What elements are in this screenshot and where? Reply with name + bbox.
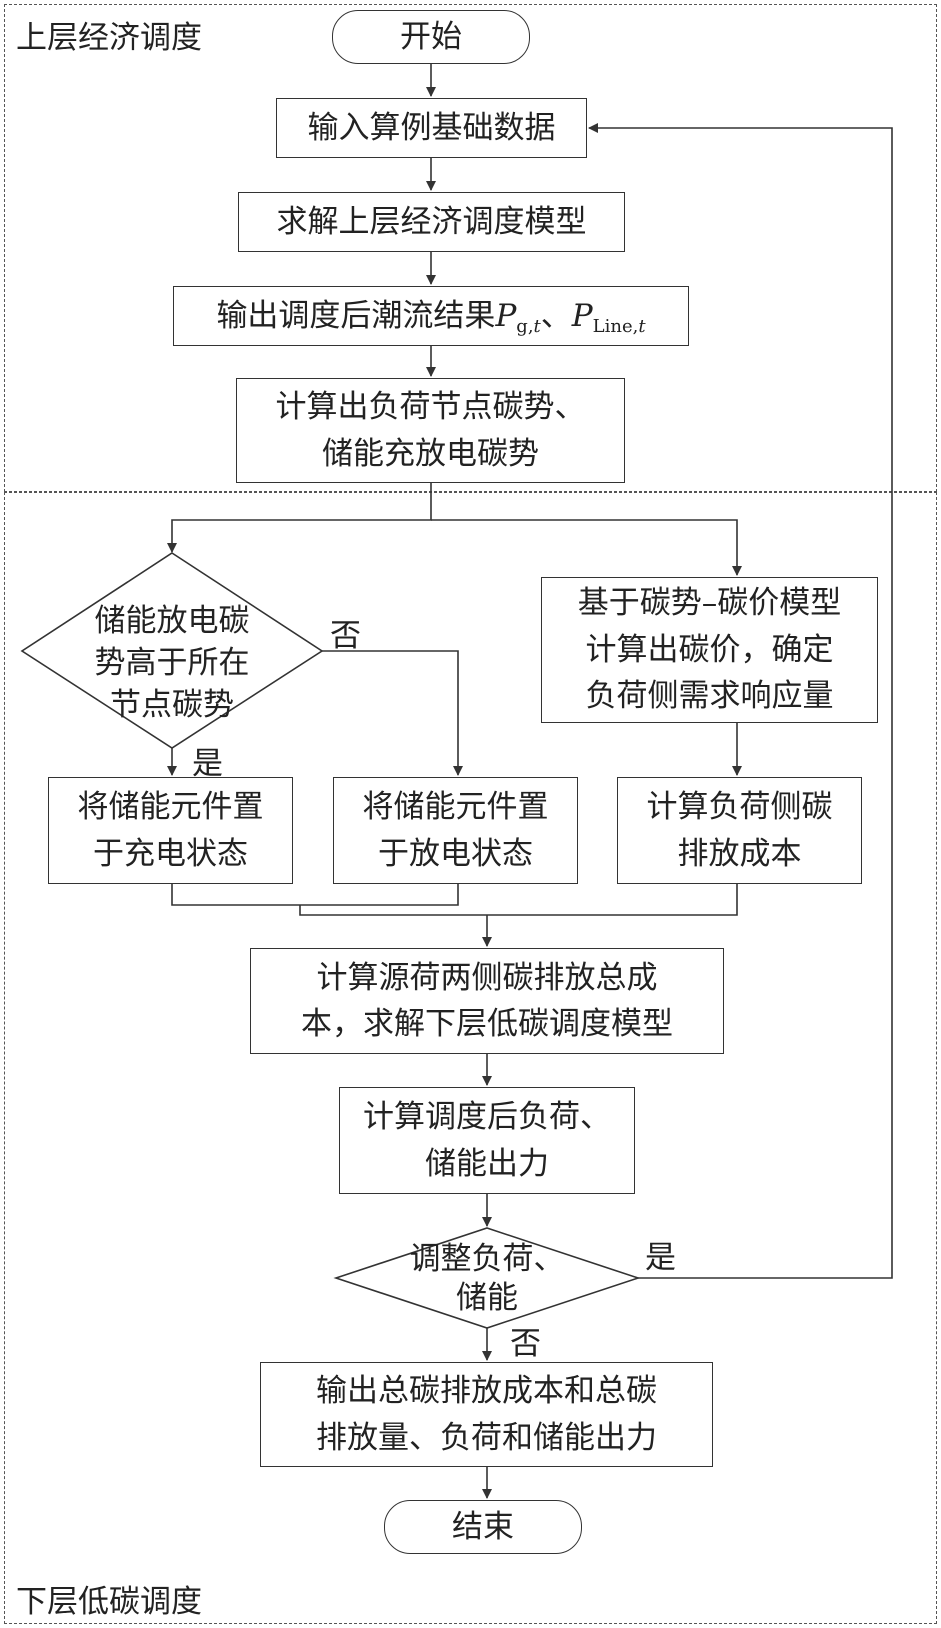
start-label: 开始 [400, 18, 462, 55]
carbon-price-box: 基于碳势–碳价模型 计算出碳价，确定 负荷侧需求响应量 [541, 577, 878, 723]
decision-adjust-line1: 调整负荷、 [409, 1241, 565, 1277]
decision-storage-line2: 势高于所在 [94, 644, 250, 681]
pline-symbol: P [571, 297, 593, 334]
calc-after-line2: 储能出力 [425, 1145, 549, 1182]
discharge-state-line1: 将储能元件置 [362, 789, 549, 825]
output-flow-separator: 、 [540, 297, 572, 334]
decision-storage-text: 储能放电碳 势高于所在 节点碳势 [62, 601, 282, 727]
decision-storage-diamond [20, 552, 324, 749]
calc-potential-line1: 计算出负荷节点碳势、 [275, 389, 586, 425]
carbon-price-line1: 基于碳势–碳价模型 [577, 585, 842, 622]
yes-label-adjust: 是 [645, 1240, 676, 1276]
solve-upper-label: 求解上层经济调度模型 [276, 203, 587, 240]
arrow-calc-decision [167, 483, 432, 553]
output-final-line2: 排放量、负荷和储能出力 [316, 1419, 657, 1456]
input-data-label: 输入算例基础数据 [307, 109, 556, 146]
pline-subscript: Line, [592, 315, 639, 337]
output-final-line1: 输出总碳排放成本和总碳 [316, 1373, 657, 1409]
decision-adjust-text: 调整负荷、 储能 [387, 1240, 587, 1318]
output-flow-label: 输出调度后潮流结果 [216, 297, 496, 334]
load-cost-line1: 计算负荷侧碳 [646, 789, 833, 825]
end-label: 结束 [452, 1508, 514, 1545]
output-flow-box: 输出调度后潮流结果Pg,t、PLine,t [173, 286, 689, 346]
load-cost-line2: 排放成本 [677, 835, 802, 872]
load-cost-box: 计算负荷侧碳 排放成本 [617, 777, 862, 884]
pline-subscript-t: t [638, 315, 646, 337]
carbon-price-line2: 计算出碳价，确定 [585, 631, 834, 668]
yes-label-storage: 是 [192, 746, 223, 782]
charge-state-line2: 于充电状态 [93, 835, 248, 872]
no-label-adjust: 否 [510, 1326, 541, 1362]
total-cost-box: 计算源荷两侧碳排放总成 本，求解下层低碳调度模型 [250, 948, 724, 1054]
discharge-state-line2: 于放电状态 [378, 835, 533, 872]
calc-potential-line2: 储能充放电碳势 [322, 435, 539, 472]
decision-storage-line1: 储能放电碳 [94, 603, 250, 639]
solve-upper-box: 求解上层经济调度模型 [238, 192, 625, 252]
input-data-box: 输入算例基础数据 [276, 98, 587, 158]
carbon-price-line3: 负荷侧需求响应量 [585, 678, 834, 715]
decision-storage-line3: 节点碳势 [110, 686, 234, 723]
arrow-decision-no [322, 650, 463, 776]
total-cost-line1: 计算源荷两侧碳排放总成 [316, 959, 658, 996]
end-terminal: 结束 [384, 1500, 582, 1554]
pg-symbol: P [495, 297, 517, 334]
calc-after-box: 计算调度后负荷、 储能出力 [339, 1087, 635, 1194]
upper-level-region [4, 4, 937, 492]
output-final-box: 输出总碳排放成本和总碳 排放量、负荷和储能出力 [260, 1362, 713, 1467]
charge-state-line1: 将储能元件置 [77, 789, 264, 825]
start-terminal: 开始 [332, 10, 530, 64]
lower-level-label: 下层低碳调度 [16, 1584, 202, 1620]
pg-subscript-t: t [533, 315, 541, 337]
decision-adjust-diamond [333, 1227, 641, 1329]
output-flow-text: 输出调度后潮流结果Pg,t、PLine,t [216, 293, 645, 340]
charge-state-box: 将储能元件置 于充电状态 [48, 777, 293, 884]
calc-after-line1: 计算调度后负荷、 [363, 1099, 611, 1135]
total-cost-line2: 本，求解下层低碳调度模型 [301, 1006, 673, 1042]
merge-main [299, 884, 738, 916]
arrow-adjust-yes-loop [588, 123, 893, 1279]
no-label-storage: 否 [330, 618, 361, 654]
calc-potential-box: 计算出负荷节点碳势、 储能充放电碳势 [236, 378, 625, 483]
lower-level-region [4, 492, 937, 1624]
arrow-calc-carbonprice [431, 519, 742, 576]
merge-charge [171, 884, 459, 906]
decision-adjust-line2: 储能 [456, 1279, 518, 1316]
upper-level-label: 上层经济调度 [16, 20, 202, 56]
pg-subscript: g, [516, 315, 534, 337]
discharge-state-box: 将储能元件置 于放电状态 [333, 777, 578, 884]
